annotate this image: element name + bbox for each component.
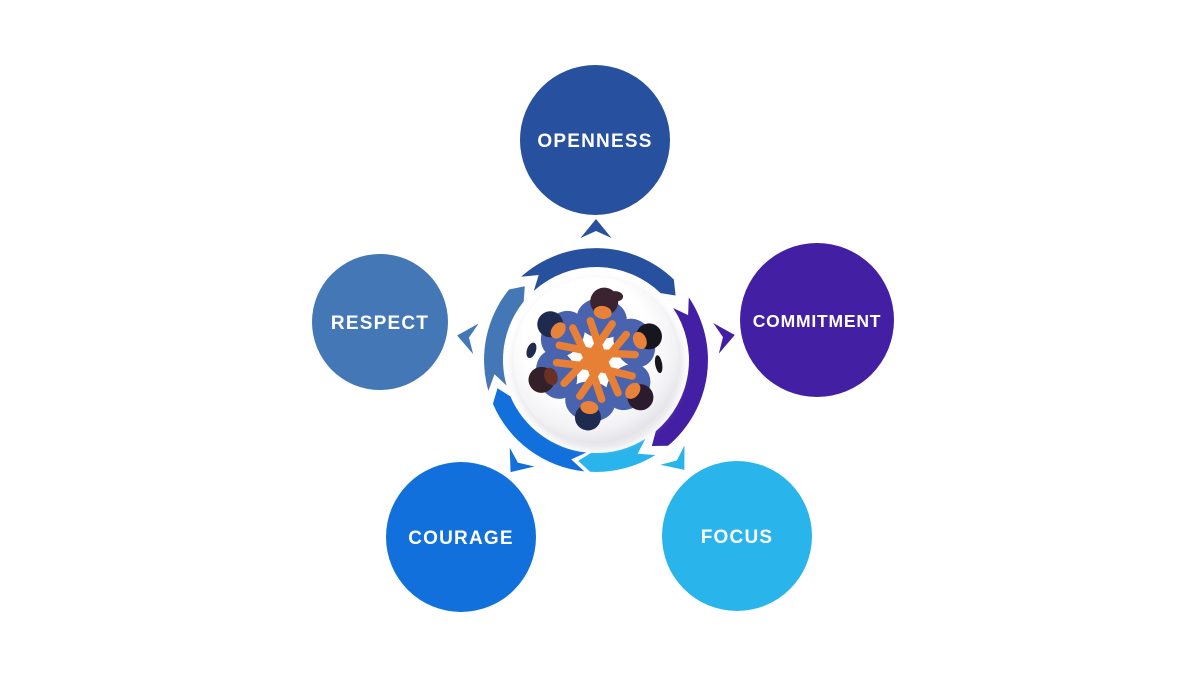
face	[550, 322, 566, 339]
arrowhead-focus-icon	[660, 445, 685, 470]
hair-tuft	[609, 291, 624, 302]
value-label-openness: OPENNESS	[537, 131, 652, 152]
value-circle-commitment	[740, 243, 894, 397]
hair-tuft	[526, 342, 537, 359]
arm	[593, 349, 639, 359]
value-label-commitment: COMMITMENT	[753, 311, 882, 331]
cycle-arc-respect	[484, 286, 525, 391]
value-circle-openness	[520, 65, 670, 215]
cycle-arc-courage	[492, 388, 587, 472]
arm	[552, 358, 599, 371]
value-circle-courage	[386, 462, 536, 612]
value-circles	[312, 65, 894, 612]
value-labels: OPENNESS COMMITMENT FOCUS COURAGE RESPEC…	[331, 131, 881, 549]
arrowhead-commitment-icon	[713, 323, 735, 354]
person-heads	[526, 287, 663, 431]
face	[632, 331, 647, 350]
cycle-arc-openness	[521, 248, 676, 296]
arrowhead-openness-icon	[580, 219, 612, 238]
value-circle-respect	[312, 254, 448, 390]
center-knot	[590, 354, 602, 366]
face	[580, 400, 599, 415]
face	[544, 367, 558, 386]
arm	[576, 361, 606, 400]
value-circle-focus	[662, 461, 812, 611]
arrowhead-courage-icon	[509, 447, 535, 473]
face	[625, 382, 641, 399]
cycle-arc-commitment	[651, 297, 708, 447]
person-arms	[552, 317, 639, 403]
value-label-focus: FOCUS	[701, 527, 774, 548]
teamwork-huddle-icon	[513, 277, 683, 450]
arrowhead-respect-icon	[457, 323, 479, 355]
face	[593, 305, 612, 320]
value-label-courage: COURAGE	[408, 528, 514, 549]
arm	[560, 351, 594, 388]
arm	[586, 320, 616, 359]
cycle-ring	[457, 219, 735, 473]
ponytail	[654, 355, 663, 374]
arm	[599, 354, 622, 397]
value-label-respect: RESPECT	[331, 313, 429, 334]
cycle-arc-focus	[578, 438, 656, 472]
